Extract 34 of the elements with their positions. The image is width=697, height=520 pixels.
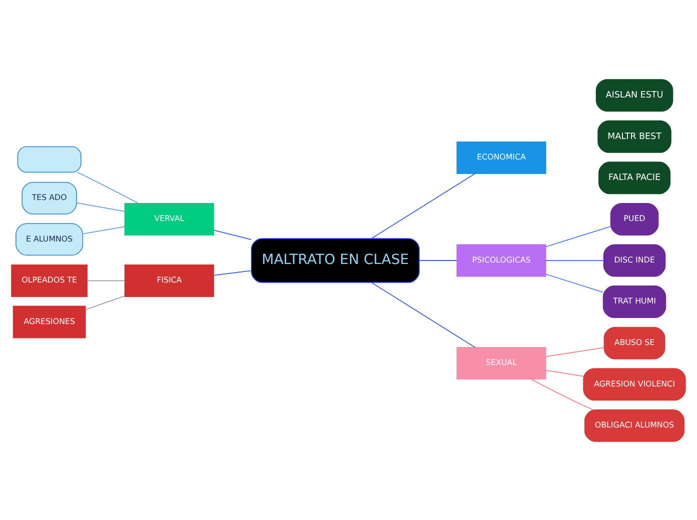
node-box: MALTRATO EN CLASE xyxy=(250,238,420,282)
node-box: MALTR BEST xyxy=(598,120,672,152)
node-box: TES ADO xyxy=(22,181,78,214)
connector xyxy=(546,273,604,292)
connector xyxy=(546,369,584,376)
node-box: AISLAN ESTU xyxy=(596,78,674,112)
connector xyxy=(213,229,252,240)
node-box: SEXUAL xyxy=(456,346,546,380)
connector xyxy=(85,295,126,310)
connector xyxy=(213,270,252,276)
node-box: OLPEADOS TE xyxy=(11,264,88,296)
node-box xyxy=(17,146,82,172)
connector xyxy=(371,172,476,238)
node-box: TRAT HUMI xyxy=(602,285,666,318)
node-box: AGRESION VIOLENCI xyxy=(583,368,686,400)
connector xyxy=(76,202,126,212)
node-box: OBLIGACI ALUMNOS xyxy=(584,408,685,442)
node-box: FISICA xyxy=(124,264,214,296)
node-box: VERVAL xyxy=(124,202,214,235)
connector xyxy=(530,378,594,410)
connector xyxy=(546,346,605,356)
node-box: AGRESIONES xyxy=(12,305,86,338)
node-box: DISC INDE xyxy=(603,244,666,276)
connector xyxy=(546,225,612,247)
node-box: PUED xyxy=(610,202,659,235)
connector xyxy=(371,282,476,348)
node-box: E ALUMNOS xyxy=(16,222,84,256)
node-box: PSICOLOGICAS xyxy=(456,244,546,276)
node-box: ABUSO SE xyxy=(604,326,666,359)
node-box: FALTA PACIE xyxy=(598,161,670,194)
connector xyxy=(86,280,126,281)
connector xyxy=(76,171,139,204)
connector xyxy=(82,226,126,234)
node-box: ECONOMICA xyxy=(456,140,546,174)
